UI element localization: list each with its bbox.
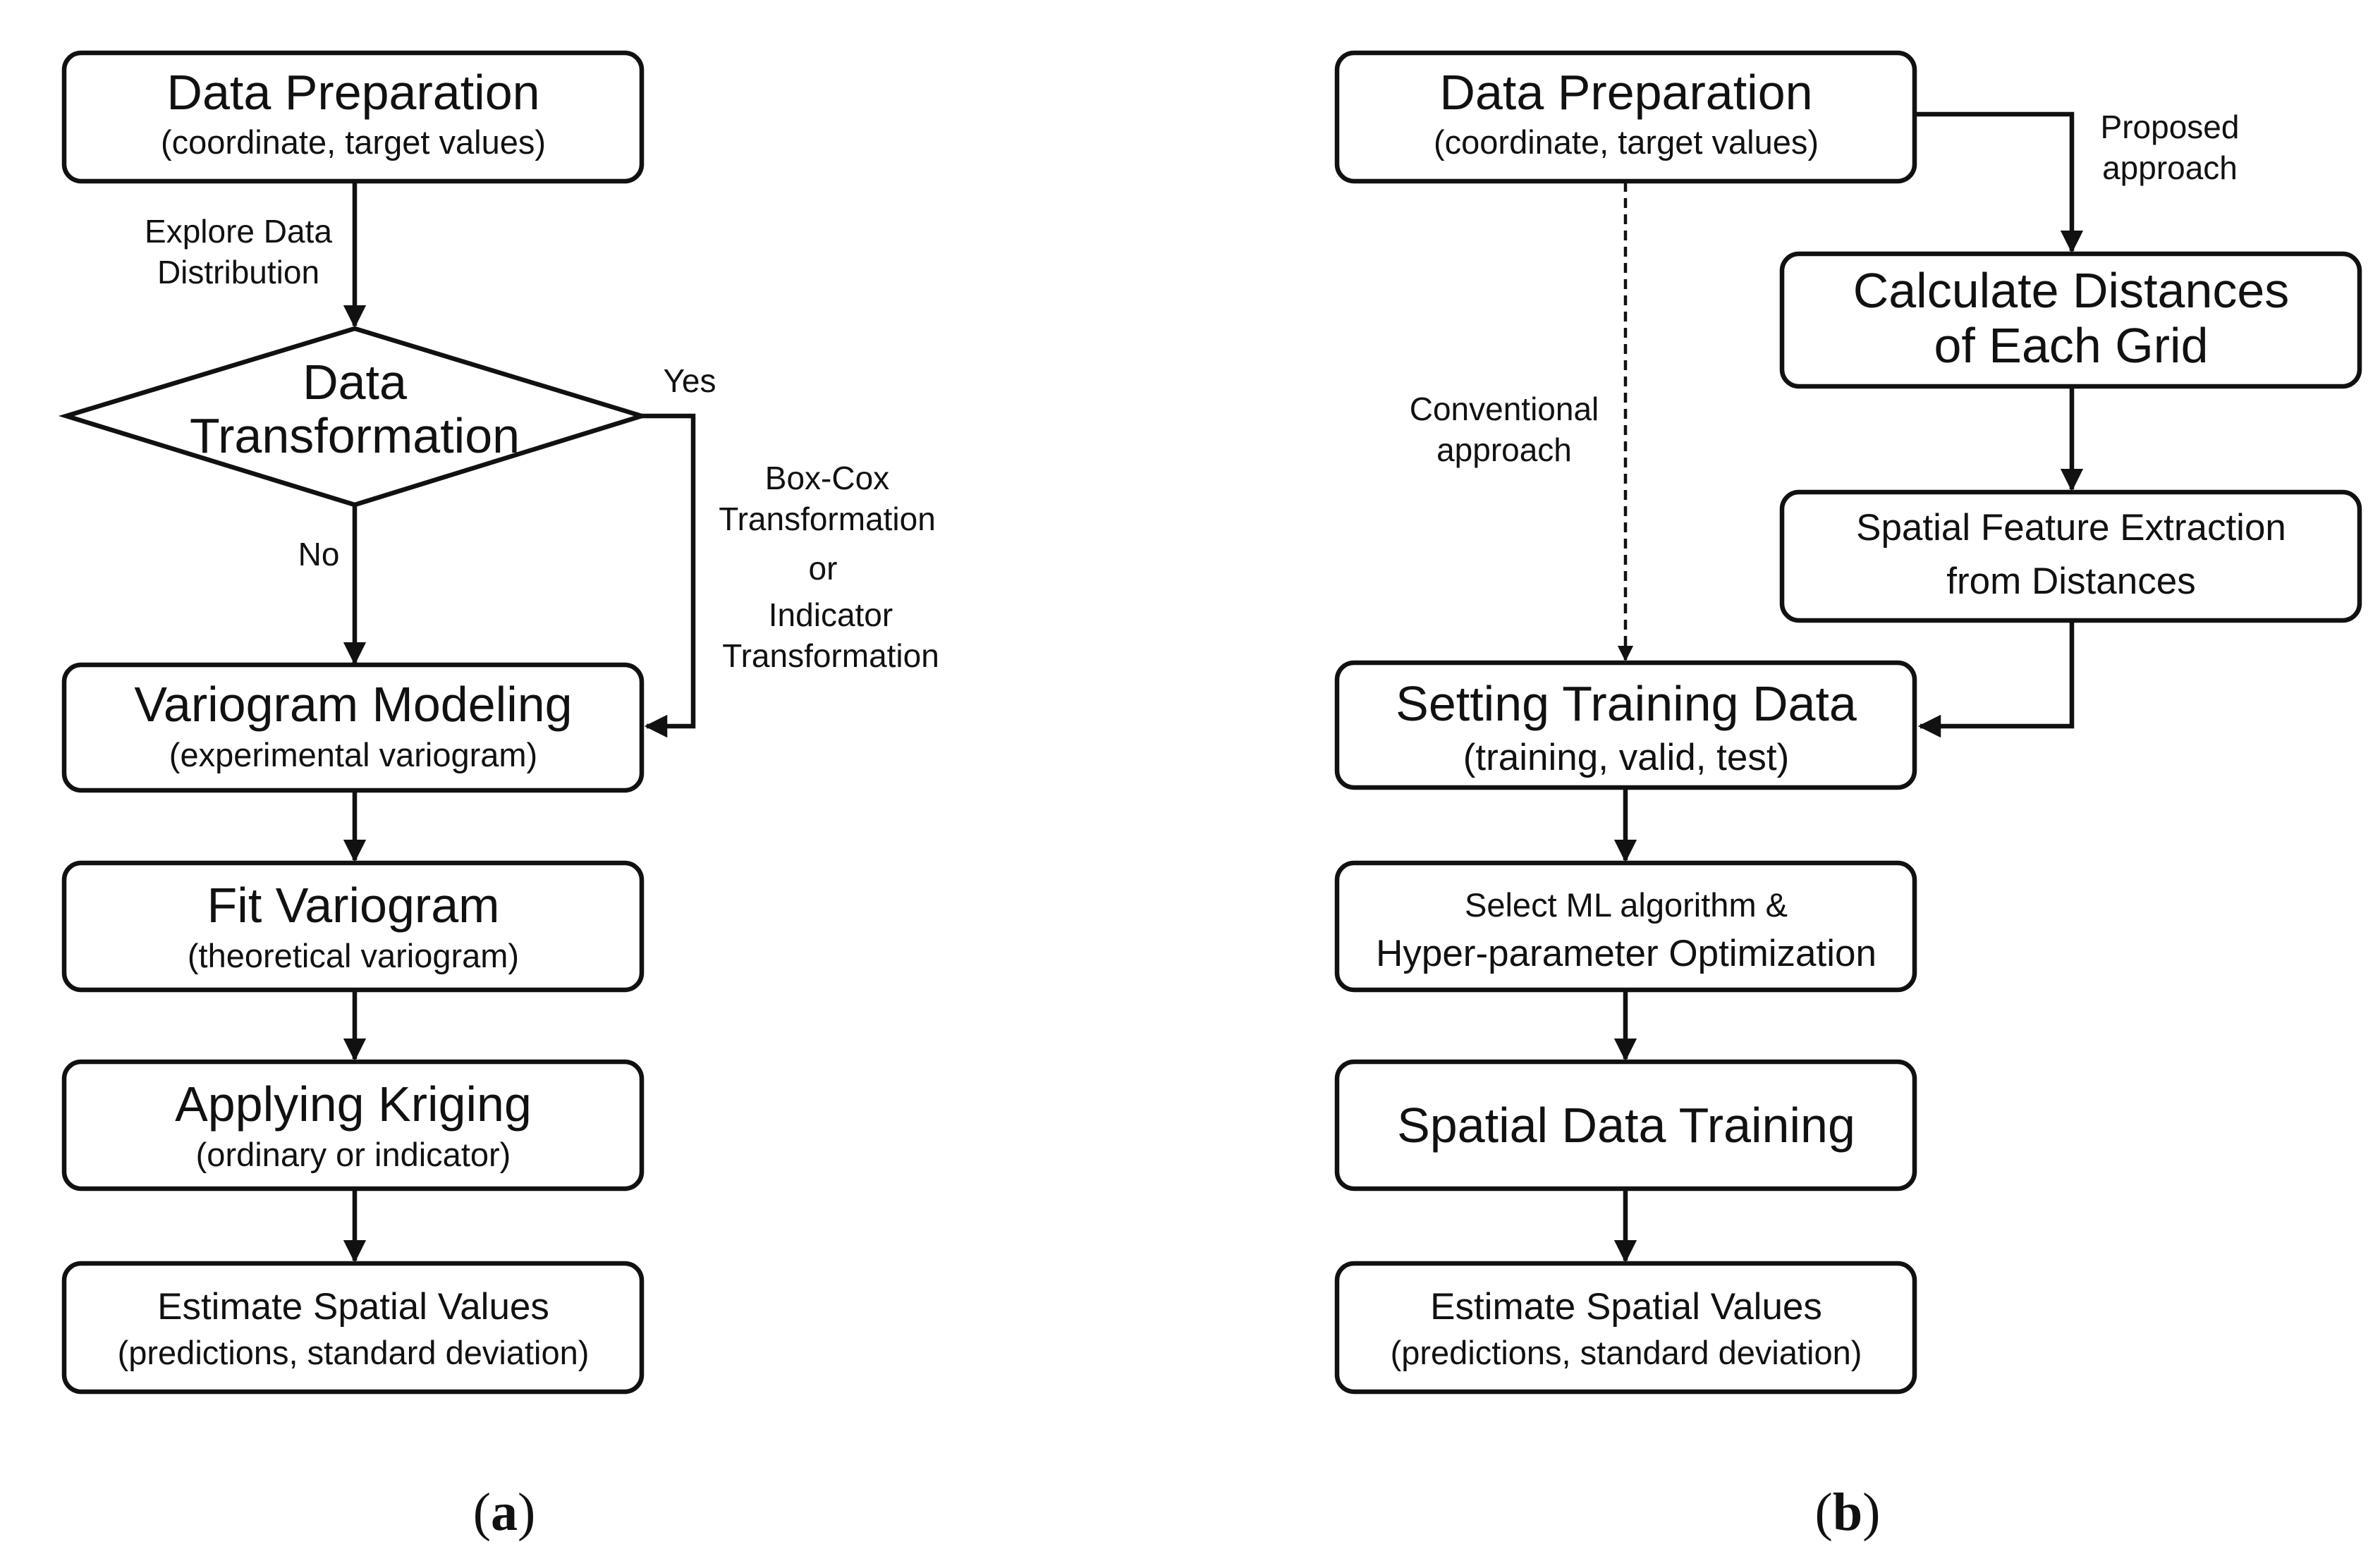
panel-b: Data Preparation (coordinate, target val… [1334, 50, 2362, 1542]
node-a-data-preparation: Data Preparation (coordinate, target val… [61, 50, 645, 184]
panel-label-letter: b [1833, 1483, 1862, 1542]
edge-label-indicator: Indicator [769, 596, 893, 633]
node-title: Fit Variogram [207, 878, 500, 933]
panel-label-paren-open: ( [473, 1483, 491, 1542]
node-line2: from Distances [1946, 560, 2195, 602]
node-b-calculate-distances: Calculate Distances of Each Grid [1779, 251, 2362, 389]
node-b-estimate-spatial-values: Estimate Spatial Values (predictions, st… [1334, 1261, 1917, 1395]
node-title: Applying Kriging [175, 1077, 532, 1132]
node-b-select-ml-algorithm: Select ML algorithm & Hyper-parameter Op… [1334, 860, 1917, 993]
edge-label-boxcox: Box-Cox [765, 460, 889, 496]
node-title: Setting Training Data [1396, 676, 1857, 731]
node-b-spatial-feature-extraction: Spatial Feature Extraction from Distance… [1779, 489, 2362, 623]
node-a-fit-variogram: Fit Variogram (theoretical variogram) [61, 860, 645, 993]
node-title: Data Preparation [1439, 65, 1812, 120]
panel-a: Data Preparation (coordinate, target val… [58, 50, 939, 1542]
edge-label-transformation-2: Transformation [722, 637, 939, 674]
edge-label-transformation-1: Transformation [719, 501, 936, 537]
node-subtitle: (training, valid, test) [1463, 737, 1789, 778]
edge-label-explore-line1: Explore Data [145, 213, 332, 250]
arrow-b-feature-to-setting [1917, 620, 2075, 738]
node-subtitle: (theoretical variogram) [188, 937, 519, 974]
edge-label-explore-line2: Distribution [157, 254, 319, 290]
panel-label-a: (a) [473, 1483, 536, 1542]
node-subtitle: (experimental variogram) [169, 736, 537, 773]
node-title: Spatial Data Training [1397, 1098, 1855, 1153]
node-line2: of Each Grid [1934, 318, 2208, 373]
panel-label-paren-close: ) [1862, 1483, 1880, 1542]
edge-label-conventional-line1: Conventional [1410, 391, 1599, 427]
node-line1: Calculate Distances [1853, 263, 2290, 318]
node-a-applying-kriging: Applying Kriging (ordinary or indicator) [61, 1059, 645, 1191]
node-line1: Spatial Feature Extraction [1856, 507, 2286, 549]
arrow-b-prep-to-calc-proposed [1915, 111, 2084, 254]
edge-label-proposed-line1: Proposed [2101, 109, 2240, 145]
node-title: Estimate Spatial Values [157, 1286, 549, 1328]
decision-a-data-transformation: Data Transformation [58, 326, 650, 508]
node-line2: Hyper-parameter Optimization [1376, 933, 1876, 974]
node-title: Estimate Spatial Values [1430, 1286, 1822, 1328]
node-line1: Select ML algorithm & [1465, 886, 1788, 924]
node-subtitle: (predictions, standard deviation) [1391, 1334, 1862, 1371]
node-a-variogram-modeling: Variogram Modeling (experimental variogr… [61, 662, 645, 793]
edge-label-conventional-line2: approach [1436, 431, 1572, 468]
edge-label-yes: Yes [663, 362, 716, 399]
edge-label-no: No [298, 536, 340, 572]
panel-label-letter: a [491, 1483, 518, 1542]
node-b-spatial-data-training: Spatial Data Training [1334, 1059, 1917, 1191]
node-title: Variogram Modeling [134, 677, 572, 732]
node-title: Data Preparation [166, 65, 539, 120]
node-a-estimate-spatial-values: Estimate Spatial Values (predictions, st… [61, 1261, 645, 1395]
panel-label-paren-close: ) [518, 1483, 535, 1542]
node-subtitle: (ordinary or indicator) [196, 1136, 511, 1173]
node-subtitle: (coordinate, target values) [161, 123, 546, 161]
node-subtitle: (coordinate, target values) [1434, 123, 1819, 161]
node-b-data-preparation: Data Preparation (coordinate, target val… [1334, 50, 1917, 184]
edge-label-or: or [809, 550, 838, 587]
panel-label-b: (b) [1815, 1483, 1881, 1542]
decision-line1: Data [303, 355, 407, 410]
node-b-setting-training-data: Setting Training Data (training, valid, … [1334, 660, 1917, 790]
node-subtitle: (predictions, standard deviation) [118, 1334, 590, 1371]
panel-label-paren-open: ( [1815, 1483, 1833, 1542]
decision-line2: Transformation [190, 408, 520, 463]
edge-label-proposed-line2: approach [2102, 149, 2238, 186]
arrow-a-transform-yes-to-variogram [642, 413, 696, 738]
